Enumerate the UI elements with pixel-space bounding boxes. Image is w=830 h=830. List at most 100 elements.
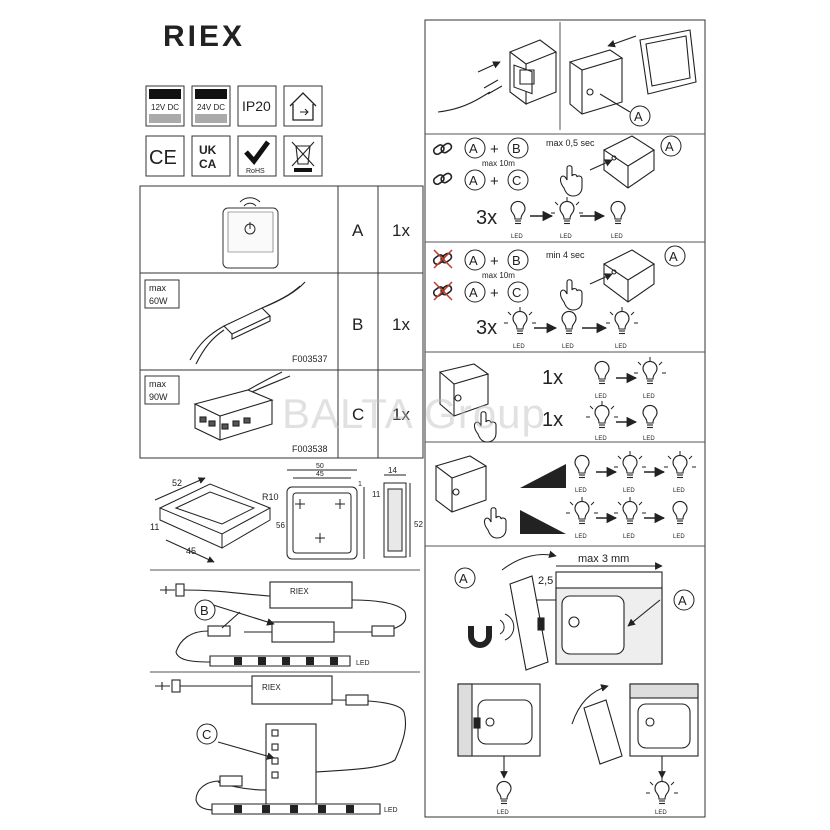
dim-bulb-1 [574,454,590,479]
mount-label-a-circle [629,105,651,127]
pair-link-icon-2 [431,171,454,187]
part-b-code: F003537 [292,354,328,364]
dim-bulb-2 [622,454,638,479]
dim-11b: 11 [372,490,381,499]
led-strip-b [234,657,338,665]
dim-bulb-4 [574,500,590,525]
dim-14: 14 [388,466,397,475]
switch-mounting-illustration [568,29,697,115]
dim-52: 52 [172,478,182,488]
led-label-d1: LED [575,488,587,494]
led-label-door2: LED [655,810,667,816]
press-hand-icon-4 [483,507,507,539]
pair-switch-a-circle-2 [664,245,686,267]
dim-52b: 52 [414,520,423,529]
wiring-label-c: C [202,727,211,742]
indoor-use-icon [283,85,323,127]
led-label-d4: LED [575,534,587,540]
switch-side-dimension-drawing [383,474,411,558]
bulb-on-icon-4 [642,360,658,385]
wiring-brand-1: RIEX [290,587,309,596]
bulb-off-icon-2 [610,200,626,225]
pair-switch-a-1: A [665,139,674,154]
part-c-code: F003538 [292,444,328,454]
blink-times-2: 3x [476,317,497,339]
pair-c-1: C [512,173,521,188]
led-label-d6: LED [673,534,685,540]
led-label-o2: LED [643,394,655,400]
light-rays-icon-6 [613,450,647,468]
unpair-a-2: A [469,285,478,300]
sensor-label-a-circle-1 [454,567,476,589]
unpair-c-1: C [512,285,521,300]
bulb-off-icon-3 [561,310,577,335]
pair-link-icon-1 [431,141,454,157]
onoff-times-2: 1x [542,409,563,431]
led-label-d3: LED [673,488,685,494]
pair-max10m-1: max 10m [482,159,515,168]
unpair-a-1: A [469,253,478,268]
max-gap-label: max 3 mm [578,553,629,565]
bulb-on-icon-3 [614,310,630,335]
light-rays-icon-10 [645,776,679,794]
ukca-mark-icon: UK CA [191,135,231,177]
pair-switch-a-2: A [669,249,678,264]
dim-56: 56 [276,521,285,530]
wiring-diagram-b [160,581,407,667]
dim-11: 11 [150,522,159,532]
svg-text:90W: 90W [149,392,168,402]
dim-r10: R10 [262,492,279,502]
svg-text:CE: CE [149,147,177,169]
unpair-b-1: B [512,253,521,268]
power-limit-c: max 90W [144,375,180,405]
dim-bulb-5 [622,500,638,525]
part-b-letter: B [352,315,363,334]
magnet-icon [468,613,515,648]
unpair-labels [464,249,529,303]
badge-12v: 12V DC [145,85,185,127]
led-label-o4: LED [643,436,655,442]
light-rays-icon-1 [550,196,584,214]
svg-text:max: max [149,379,167,389]
hold-long-label: min 4 sec [546,250,585,260]
light-rays-icon-9 [613,496,647,514]
onoff-switch-illustration [438,363,490,417]
switch-3d-dimension-drawing [154,477,272,563]
part-b-qty: 1x [392,315,410,334]
hold-short-label: max 0,5 sec [546,138,595,148]
right-panel-frame [424,19,706,818]
plug-socket-illustration [437,39,558,113]
svg-text:CA: CA [199,157,217,171]
unpair-plus-1: + [490,253,499,270]
blink-times-1: 3x [476,207,497,229]
dim-down-ramp-icon [520,510,566,534]
led-label-p1: LED [511,234,523,240]
dim-45b: 45 [316,471,324,478]
bulb-off-icon-5 [642,404,658,429]
open-bulb-icon [654,780,670,805]
pair-b-1: B [512,141,521,156]
bulb-on-icon-2 [512,310,528,335]
bulb-off-icon-4 [594,360,610,385]
cabinet-open-illustration [571,683,699,779]
power-supply-c-illustration [193,371,291,441]
pair-a-1: A [469,141,478,156]
wiring-led-1: LED [356,660,370,667]
power-limit-b: max 60W [144,279,180,309]
sensor-label-a-circle-2 [673,589,695,611]
led-label-o1: LED [595,394,607,400]
light-rays-icon-2 [503,306,537,324]
led-label-p2: LED [560,234,572,240]
weee-bin-icon [283,135,323,177]
led-label-d5: LED [623,534,635,540]
press-hand-icon-1 [559,165,583,197]
part-a-qty: 1x [392,221,410,240]
pair-switch-a-circle-1 [660,135,682,157]
parts-table [139,185,424,459]
pair-a-2: A [469,173,478,188]
dim-50: 50 [316,463,324,470]
light-rays-icon-8 [565,496,599,514]
wiring-led-2: LED [384,807,398,814]
part-a-letter: A [352,221,364,240]
switch-a-illustration [222,197,279,269]
